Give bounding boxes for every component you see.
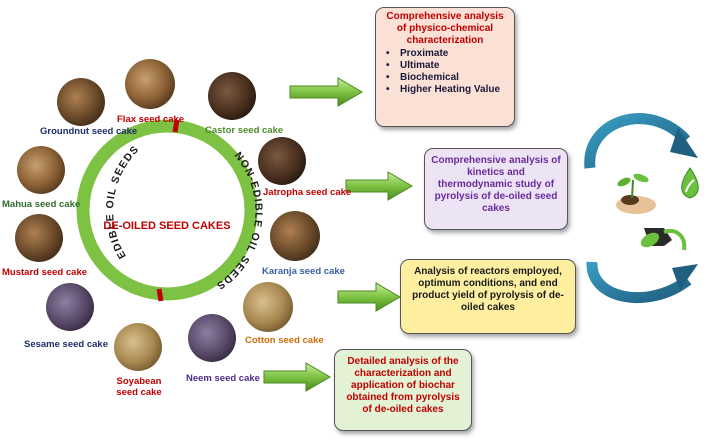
- soyabean-seed-cake-image: [114, 323, 162, 371]
- box1-item-ultimate: Ultimate: [386, 60, 508, 72]
- box4-text: Detailed analysis of the characterizatio…: [346, 356, 460, 415]
- box1-title: Comprehensive analysis of physico-chemic…: [386, 11, 504, 46]
- box1-item-biochemical: Biochemical: [386, 72, 508, 84]
- fuel-nozzle-icon: [640, 228, 687, 251]
- seed-label-sesame: Sesame seed cake: [24, 339, 108, 350]
- groundnut-seed-cake-image: [57, 78, 105, 126]
- cycle-arrowhead-top: [670, 128, 698, 158]
- biochar-analysis-box: Detailed analysis of the characterizatio…: [334, 349, 472, 431]
- cycle-arrow-bottom: [586, 261, 692, 304]
- neem-seed-cake-image: [188, 314, 236, 362]
- green-energy-drop-icon: [681, 167, 699, 199]
- physico-chemical-analysis-box: Comprehensive analysis of physico-chemic…: [375, 7, 515, 127]
- ring-label-edible: EDIBLE OIL SEEDS: [104, 143, 142, 261]
- seed-label-mahua: Mahua seed cake: [2, 199, 81, 210]
- jatropha-seed-cake-image: [258, 137, 306, 185]
- arrow-to-box2: [345, 171, 413, 201]
- seed-label-karanja: Karanja seed cake: [262, 266, 345, 277]
- seed-label-cotton: Cotton seed cake: [245, 335, 324, 346]
- arrow-to-box4: [263, 362, 331, 392]
- reactors-analysis-box: Analysis of reactors employed, optimum c…: [400, 259, 576, 334]
- ring-divider-top: [172, 119, 180, 133]
- seed-label-soyabean: Soyabean seed cake: [116, 376, 162, 398]
- ring-divider-bottom: [156, 288, 164, 302]
- karanja-seed-cake-image: [270, 211, 320, 261]
- arrow-to-box1: [289, 77, 363, 107]
- center-label: DE-OILED SEED CAKES: [103, 220, 230, 232]
- seed-label-castor: Castor seed cake: [205, 125, 284, 136]
- seed-label-flax: Flax seed cake: [117, 114, 185, 125]
- cycle-arrow-top: [584, 113, 691, 169]
- box1-item-heating-value: Higher Heating Value: [386, 84, 508, 96]
- cycle-arrowhead-bottom: [672, 264, 698, 290]
- oil-seed-ring: [76, 119, 258, 301]
- seed-label-jatropha: Jatropha seed cake: [263, 187, 352, 198]
- box3-text: Analysis of reactors employed, optimum c…: [412, 266, 564, 313]
- box1-item-proximate: Proximate: [386, 48, 508, 60]
- seed-label-neem: Neem seed cake: [186, 373, 260, 384]
- arrow-to-box3: [337, 282, 401, 312]
- flax-seed-cake-image: [125, 59, 175, 109]
- sesame-seed-cake-image: [46, 283, 94, 331]
- seed-label-groundnut: Groundnut seed cake: [40, 126, 138, 137]
- cotton-seed-cake-image: [243, 282, 293, 332]
- castor-seed-cake-image: [208, 72, 256, 120]
- box1-list: Proximate Ultimate Biochemical Higher He…: [382, 48, 508, 96]
- seed-label-mustard: Mustard seed cake: [2, 267, 88, 278]
- kinetics-thermodynamic-box: Comprehensive analysis of kinetics and t…: [424, 148, 568, 230]
- mustard-seed-cake-image: [15, 214, 63, 262]
- mahua-seed-cake-image: [17, 146, 65, 194]
- plant-in-hands-icon: [616, 173, 656, 214]
- box2-text: Comprehensive analysis of kinetics and t…: [431, 155, 561, 214]
